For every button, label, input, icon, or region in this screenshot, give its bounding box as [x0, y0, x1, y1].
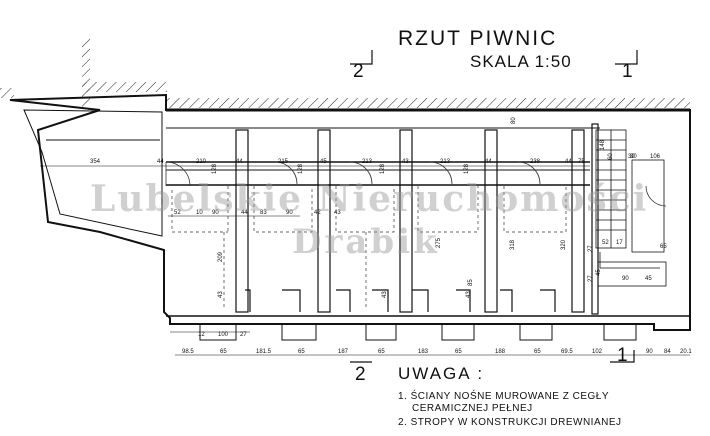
- dimension-label: 44: [565, 159, 572, 165]
- dimension-label: 65: [455, 349, 462, 355]
- dimension-label: 20.1: [680, 349, 692, 355]
- dimension-label: 84: [664, 349, 671, 355]
- dimension-label: 65: [534, 349, 541, 355]
- watermark-line1: Lubelskie Nieruchomości: [90, 178, 649, 220]
- dimension-label: 128: [298, 163, 304, 174]
- door-swings: [165, 161, 667, 207]
- dimension-label: 80: [511, 117, 517, 124]
- top-dimension-labels: 354 44 210 44 215 45 213 43 213 44 238 4…: [90, 154, 661, 165]
- dimension-label: 75: [578, 159, 585, 165]
- vertical-dimension-labels: 128 128 128 128 80 209 43 43 43 275 318 …: [212, 117, 614, 298]
- dimension-label: 83: [260, 210, 267, 216]
- dimension-label: 128: [380, 163, 386, 174]
- dimension-label: 45: [596, 269, 602, 276]
- ground-hatching: [0, 38, 690, 110]
- dimension-label: 183: [418, 349, 429, 355]
- dimension-label: 318: [510, 239, 516, 250]
- dimension-label: 43: [402, 159, 409, 165]
- dimension-label: 65: [660, 244, 667, 250]
- dashed-beams: [171, 186, 567, 310]
- dimension-label: 45: [645, 276, 652, 282]
- dimension-label: 354: [90, 159, 101, 165]
- dimension-label: 65: [298, 349, 305, 355]
- section-label-1-top: 1: [622, 61, 633, 82]
- dimension-label: 27: [588, 245, 594, 252]
- dimension-label: 213: [440, 159, 451, 165]
- dimension-label: 106: [650, 154, 661, 160]
- dimension-label: 65: [220, 349, 227, 355]
- bottom-dimension-labels: 98.5 65 181.5 65 187 65 183 65 188 65 69…: [182, 349, 692, 355]
- inner-dimension-labels: 52 10 90 44 83 90 42 43: [174, 210, 341, 216]
- dimension-label: 98.5: [182, 349, 194, 355]
- dimension-label: 100: [218, 332, 229, 338]
- dimension-label: 10: [196, 210, 203, 216]
- watermark-line2: Drabik: [292, 222, 440, 262]
- dimension-label: 44: [157, 159, 164, 165]
- dimension-label: 320: [561, 239, 567, 250]
- dimension-label: 213: [362, 159, 373, 165]
- dimension-label: 44: [485, 159, 492, 165]
- dimension-label: 17: [616, 240, 623, 246]
- section-marks: [350, 50, 638, 363]
- dimension-label: 69.5: [561, 349, 573, 355]
- dimension-label: 187: [338, 349, 349, 355]
- dimension-label: 65: [378, 349, 385, 355]
- dimension-lines: [40, 165, 690, 356]
- dimension-label: 44: [236, 159, 243, 165]
- drawing-title: RZUT PIWNIC: [398, 27, 558, 50]
- dimension-label: 43: [334, 210, 341, 216]
- dimension-label: 30: [630, 154, 637, 160]
- staircase: [595, 129, 667, 287]
- drawing-scale: SKALA 1:50: [470, 52, 572, 71]
- dimension-label: 45: [320, 159, 327, 165]
- dimension-label: 43: [466, 291, 472, 298]
- dimension-label: 181.5: [256, 349, 272, 355]
- dimension-label: 27: [588, 275, 594, 282]
- dimension-label: 85: [468, 279, 474, 286]
- dimension-label: 90: [212, 210, 219, 216]
- dimension-label: 128: [464, 163, 470, 174]
- dimension-label: 12: [198, 332, 205, 338]
- dimension-label: 90: [646, 349, 653, 355]
- section-label-2-top: 2: [353, 61, 364, 82]
- dimension-label: 30: [628, 154, 635, 160]
- dimension-label: 148: [600, 139, 606, 150]
- dimension-label: 209: [218, 251, 224, 262]
- dimension-label: 42: [314, 210, 321, 216]
- section-mark-1-top: [615, 50, 638, 65]
- partition-walls: [235, 123, 599, 315]
- dimension-label: 102: [592, 349, 603, 355]
- building-outline: [9, 93, 691, 331]
- dimension-label: 210: [196, 159, 207, 165]
- dimension-label: 128: [212, 163, 218, 174]
- window-dimension-labels: 12 100 27: [198, 332, 247, 338]
- note-item-1: 1. ŚCIANY NOŚNE MUROWANE Z CEGŁY: [398, 391, 610, 402]
- dimension-label: 238: [530, 159, 541, 165]
- window-wells: [199, 324, 637, 341]
- dimension-label: 44: [241, 210, 248, 216]
- section-mark-2-top: [350, 50, 373, 65]
- dimension-label: 43: [218, 291, 224, 298]
- note-item-1-cont: CERAMICZNEJ PEŁNEJ: [412, 403, 533, 414]
- note-item-2: 2. STROPY W KONSTRUKCJI DREWNIANEJ: [398, 417, 622, 428]
- dimension-label: 90: [286, 210, 293, 216]
- section-label-1-bottom: 1: [617, 345, 628, 366]
- dimension-label: 27: [240, 332, 247, 338]
- section-mark-1-bottom: [610, 350, 635, 363]
- dimension-label: 52: [602, 240, 609, 246]
- dimension-label: 52: [174, 210, 181, 216]
- section-label-2-bottom: 2: [355, 364, 366, 385]
- dimension-label: 215: [278, 159, 289, 165]
- dimension-label: 275: [436, 237, 442, 248]
- dimension-label: 43: [382, 291, 388, 298]
- dimension-label: 60: [608, 153, 614, 160]
- stair-dimension-labels: 90 45 52 17 30 65: [602, 154, 667, 282]
- dimension-label: 188: [495, 349, 506, 355]
- dimension-label: 90: [622, 276, 629, 282]
- notes-heading: UWAGA :: [398, 364, 485, 383]
